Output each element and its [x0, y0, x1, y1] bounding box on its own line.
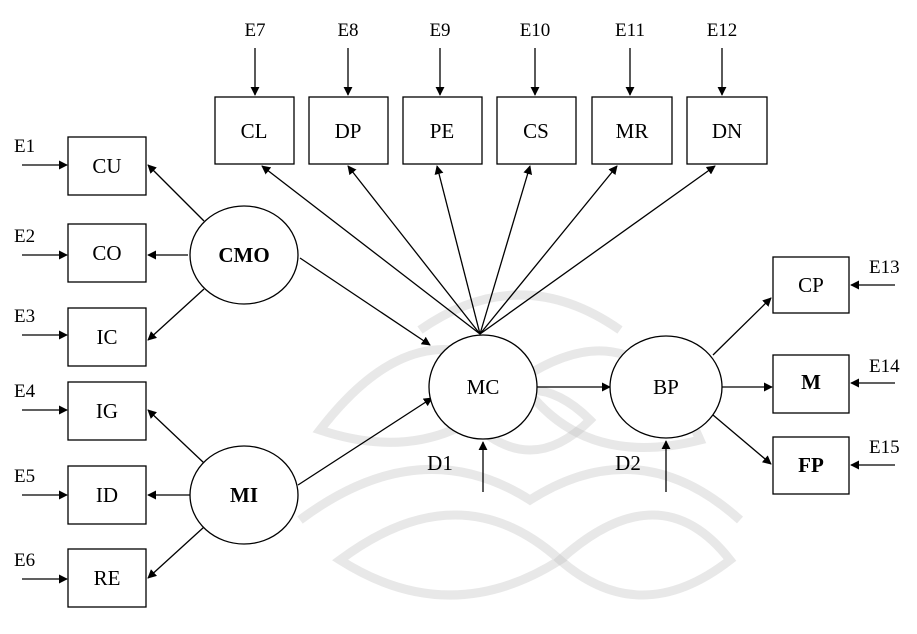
arrow-bp-fp — [712, 414, 772, 465]
box-id — [67, 465, 147, 525]
label-e9: E9 — [429, 20, 450, 41]
label-bp: BP — [653, 375, 679, 399]
label-mr: MR — [616, 119, 649, 143]
label-d2: D2 — [615, 451, 641, 475]
box-ig — [67, 381, 147, 441]
label-cp: CP — [798, 273, 824, 297]
label-cl: CL — [241, 119, 268, 143]
label-e10: E10 — [520, 20, 551, 41]
label-e5: E5 — [14, 466, 35, 487]
observed-variables: CU CO IC IG ID RE CL DP PE CS MR DN CP M… — [67, 96, 850, 608]
label-cs: CS — [523, 119, 549, 143]
arrow-mc-pe — [434, 165, 481, 335]
arrow-mc-cs — [479, 165, 533, 335]
error-labels: E1 E2 E3 E4 E5 E6 E7 E8 E9 E10 E11 E12 E… — [14, 20, 900, 571]
label-cu: CU — [92, 154, 121, 178]
arrow-cmo-cu — [147, 164, 205, 222]
label-dp: DP — [335, 119, 362, 143]
label-e1: E1 — [14, 136, 35, 157]
label-pe: PE — [430, 119, 455, 143]
label-re: RE — [94, 566, 121, 590]
label-m: M — [801, 370, 821, 394]
latent-variables: CMO MI MC BP — [189, 205, 723, 545]
box-cs — [496, 96, 577, 165]
arrow-cmo-mc — [299, 257, 431, 346]
label-cmo: CMO — [218, 243, 269, 267]
label-e3: E3 — [14, 306, 35, 327]
box-ic — [67, 307, 147, 367]
ellipse-mi — [189, 445, 299, 545]
box-mr — [591, 96, 673, 165]
label-fp: FP — [798, 453, 824, 477]
arrow-mc-mr — [479, 165, 618, 335]
box-cp — [772, 256, 850, 314]
label-e7: E7 — [244, 20, 265, 41]
label-e11: E11 — [615, 20, 645, 41]
label-d1: D1 — [427, 451, 453, 475]
arrow-mi-ig — [147, 409, 205, 464]
arrow-mi-re — [147, 526, 205, 579]
arrows — [22, 48, 895, 584]
ellipse-bp — [609, 335, 723, 439]
label-dn: DN — [712, 119, 742, 143]
box-fp — [772, 436, 850, 495]
box-cu — [67, 136, 147, 196]
label-e2: E2 — [14, 226, 35, 247]
label-mc: MC — [467, 375, 500, 399]
box-cl — [214, 96, 295, 165]
arrow-mc-dp — [347, 165, 481, 335]
ellipse-cmo — [189, 205, 299, 305]
label-e14: E14 — [869, 356, 900, 377]
box-dn — [686, 96, 768, 165]
label-e8: E8 — [337, 20, 358, 41]
arrow-cmo-ic — [147, 288, 205, 341]
label-e12: E12 — [707, 20, 738, 41]
ellipse-mc — [428, 334, 538, 440]
arrow-mc-dn — [479, 165, 716, 335]
box-re — [67, 548, 147, 608]
label-ig: IG — [96, 399, 118, 423]
label-id: ID — [96, 483, 118, 507]
box-co — [67, 223, 147, 283]
arrow-mc-cl — [261, 165, 481, 335]
label-e13: E13 — [869, 257, 900, 278]
arrow-mi-mc — [297, 397, 433, 486]
box-pe — [402, 96, 483, 165]
arrow-bp-cp — [712, 297, 772, 356]
label-e15: E15 — [869, 437, 900, 458]
label-e6: E6 — [14, 550, 35, 571]
label-e4: E4 — [14, 381, 36, 402]
label-mi: MI — [230, 483, 258, 507]
label-co: CO — [92, 241, 121, 265]
label-ic: IC — [97, 325, 118, 349]
box-dp — [308, 96, 389, 165]
box-m — [772, 354, 850, 414]
